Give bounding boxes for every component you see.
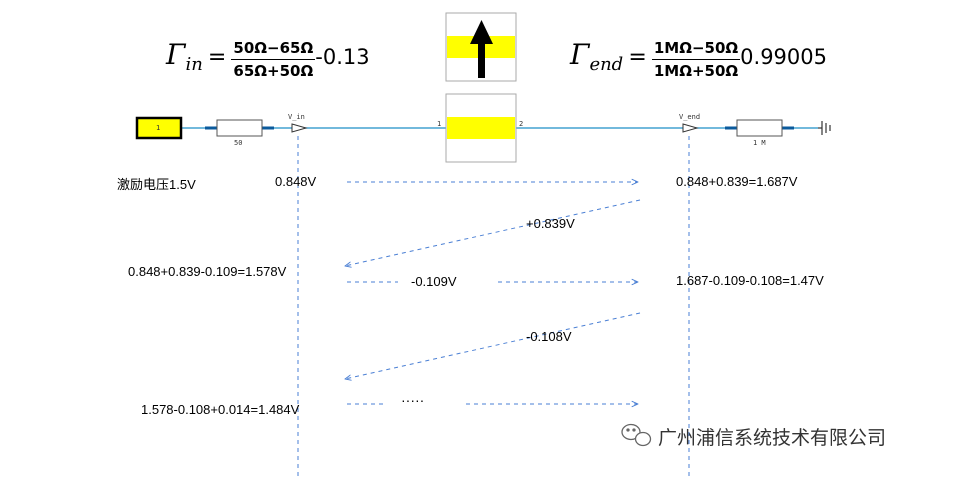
vend-value-1: 0.848+0.839=1.687V bbox=[676, 174, 798, 189]
probe-vin-label: V_in bbox=[288, 113, 305, 121]
source-resistor-label: 50 bbox=[234, 139, 243, 147]
probe-vend-label: V_end bbox=[679, 113, 701, 121]
transmission-line bbox=[445, 93, 517, 163]
ellipsis: ····· bbox=[401, 392, 425, 408]
reflect-arrow bbox=[345, 312, 641, 379]
gamma-subscript: end bbox=[589, 54, 624, 75]
reflection-2: -0.109V bbox=[411, 274, 457, 289]
vin-value-2: 0.848+0.839-0.109=1.578V bbox=[128, 264, 287, 279]
probe-vend-icon bbox=[682, 123, 699, 133]
wechat-icon bbox=[621, 423, 652, 447]
tline-port1-label: 1 bbox=[437, 120, 442, 128]
gamma-in-formula: Γin = 50Ω−65Ω 65Ω+50Ω -0.13 bbox=[166, 38, 370, 81]
excitation-label: 激励电压1.5V bbox=[117, 177, 196, 192]
ground-icon bbox=[818, 121, 831, 135]
reflection-3: -0.108V bbox=[526, 329, 572, 344]
reflect-arrow bbox=[345, 199, 641, 266]
vin-value-3: 1.578-0.108+0.014=1.484V bbox=[141, 402, 300, 417]
gamma-end-result: 0.99005 bbox=[740, 45, 827, 69]
fraction-numerator: 1MΩ−50Ω bbox=[651, 38, 741, 60]
source-resistor bbox=[216, 119, 263, 137]
gamma-symbol: Γ bbox=[570, 38, 590, 71]
company-watermark: 广州浦信系统技术有限公司 bbox=[658, 427, 887, 449]
gamma-in-result: -0.13 bbox=[315, 45, 370, 69]
voltage-source bbox=[135, 116, 183, 140]
gamma-in-fraction: 50Ω−65Ω 65Ω+50Ω bbox=[231, 38, 316, 81]
source-label: 1 bbox=[156, 124, 161, 132]
gamma-subscript: in bbox=[185, 54, 203, 75]
probe-vin-icon bbox=[291, 123, 308, 133]
equals-sign: = bbox=[207, 45, 227, 70]
vin-value-1: 0.848V bbox=[275, 174, 317, 189]
vend-value-2: 1.687-0.109-0.108=1.47V bbox=[676, 273, 824, 288]
gamma-symbol: Γ bbox=[166, 38, 186, 71]
fraction-denominator: 65Ω+50Ω bbox=[233, 62, 314, 80]
reflection-1: +0.839V bbox=[526, 216, 575, 231]
tline-port2-label: 2 bbox=[519, 120, 524, 128]
load-resistor-label: 1 M bbox=[753, 139, 766, 147]
load-resistor bbox=[736, 119, 783, 137]
gamma-end-formula: Γend = 1MΩ−50Ω 1MΩ+50Ω 0.99005 bbox=[570, 38, 827, 81]
gamma-end-fraction: 1MΩ−50Ω 1MΩ+50Ω bbox=[651, 38, 741, 81]
fraction-numerator: 50Ω−65Ω bbox=[231, 38, 316, 60]
fraction-denominator: 1MΩ+50Ω bbox=[653, 62, 739, 80]
equals-sign: = bbox=[628, 45, 647, 70]
up-arrow-icon bbox=[470, 20, 493, 78]
